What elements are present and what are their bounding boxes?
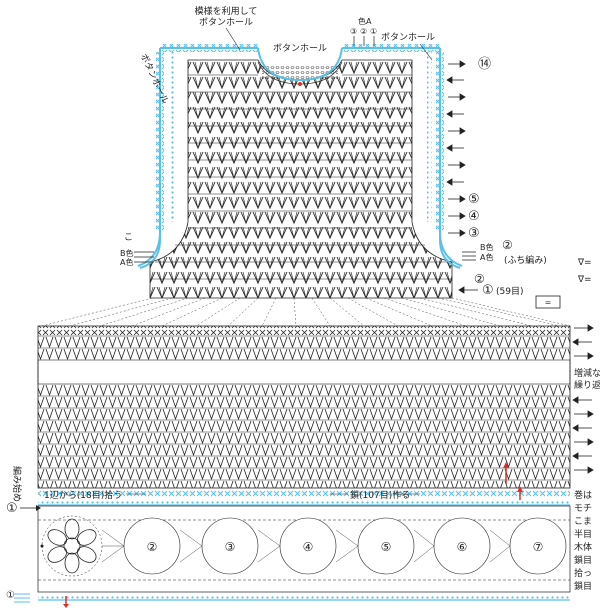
motif-6: ⑥	[457, 540, 468, 554]
b-color-left: B色	[120, 248, 134, 258]
note-2: こま	[574, 516, 592, 527]
yoke-body	[149, 59, 453, 299]
yoke-row-lines	[150, 74, 452, 280]
yoke-right-arrows	[446, 60, 478, 294]
legend-box-text: =	[545, 298, 552, 307]
edging-label: (ふち編み)	[504, 254, 547, 266]
c-label: こ	[124, 233, 133, 243]
row-marker-top: ⑭	[478, 57, 491, 72]
fan-lines	[41, 297, 571, 327]
left-start-marker: ①	[6, 501, 18, 516]
row-marker-1: ①	[482, 283, 494, 298]
motif-2: ②	[147, 540, 158, 554]
bottom-right-notes: 巻は モチ こま 半目 木体 鎖目 拾っ 鎖目	[574, 489, 592, 592]
a-color-left: A色	[120, 257, 133, 267]
a-color-right: A色	[480, 252, 493, 262]
legend-v-2: ∇=	[577, 275, 592, 285]
label-pattern-button-hole-2: ボタンホール	[199, 17, 253, 28]
row-marker-4: ④	[468, 209, 480, 224]
row-marker-3: ③	[468, 226, 480, 241]
label-color-a-top: 色A	[358, 16, 372, 26]
motif-5: ⑤	[381, 540, 392, 554]
motif-strip: ①	[6, 505, 571, 608]
row-marker-5: ⑤	[468, 192, 480, 207]
yoke	[137, 44, 463, 299]
right-note-2: 繰り返	[574, 379, 600, 391]
motif-4: ④	[303, 540, 314, 554]
legend-box	[535, 295, 561, 309]
body-plain-band	[37, 359, 571, 385]
label-button-hole-center: ボタンホール	[273, 43, 327, 54]
motif-3: ③	[225, 540, 236, 554]
row-marker-2: ②	[474, 272, 485, 286]
note-5: 鎖目	[574, 554, 592, 566]
note-0: 巻は	[574, 489, 592, 501]
chain-label: 鎖(107目)作る	[350, 489, 410, 501]
start-label: 編み始め	[11, 466, 23, 502]
note-7: 鎖目	[574, 580, 592, 592]
pickup-label: 1辺から(18目)拾う	[44, 489, 122, 501]
flower-motif	[44, 518, 100, 574]
note-1: モチ	[574, 503, 592, 514]
legend-v-1: ∇=	[577, 258, 592, 268]
note-6: 拾っ	[574, 567, 592, 579]
motif-7: ⑦	[533, 540, 544, 554]
small-marker-1: ①	[370, 27, 377, 36]
label-button-hole-left: ボタンホール	[138, 52, 171, 106]
right-note-1: 増減な	[574, 367, 600, 379]
note-3: 半目	[574, 528, 592, 540]
b-color-right: B色	[480, 242, 494, 252]
small-marker-3: ③	[350, 27, 357, 36]
row-count: (59目)	[496, 286, 523, 297]
bottom-circle-marker: ①	[6, 590, 15, 601]
row-marker-2-edge: ②	[502, 238, 513, 252]
main-body	[37, 325, 571, 506]
label-pattern-button-hole-1: 模様を利用して	[195, 5, 258, 17]
label-button-hole-right: ボタンホール	[381, 32, 435, 43]
body-stitches-lower	[38, 384, 570, 488]
note-4: 木体	[574, 541, 592, 553]
small-marker-2: ②	[360, 27, 367, 36]
motif-circles	[123, 517, 567, 575]
body-right-arrows	[572, 324, 594, 474]
